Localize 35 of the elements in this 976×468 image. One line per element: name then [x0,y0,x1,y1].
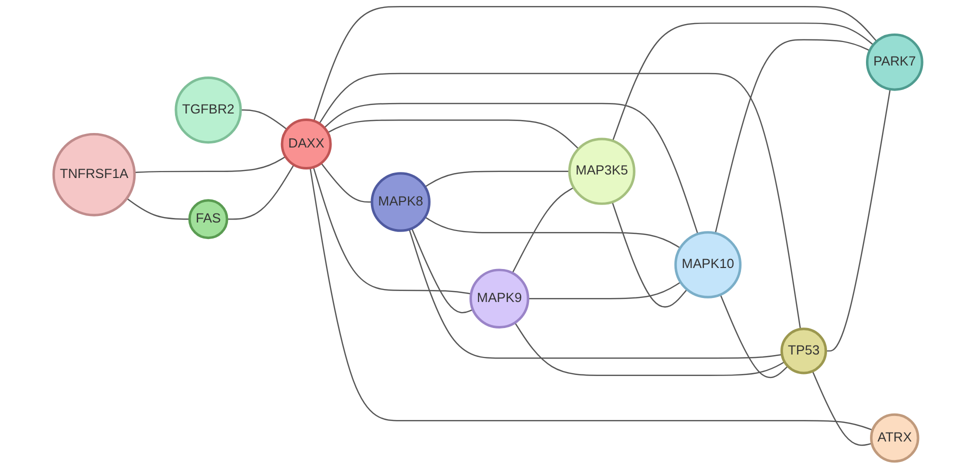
node-circle: TNFRSF1A [52,132,136,216]
connector [424,216,681,249]
connector [411,228,474,314]
connector [126,198,190,220]
connector [612,22,874,142]
connector [227,164,294,220]
connector [310,168,873,431]
node-circle: TP53 [780,328,828,374]
connector [612,202,688,308]
node-circle: ATRX [870,413,920,463]
node-circle: FAS [188,199,228,240]
connector [328,119,580,150]
node-circle: DAXX [280,118,332,170]
node-circle: TGFBR2 [174,76,242,144]
node-circle: MAPK10 [674,231,742,298]
connector [312,166,472,294]
node-circle: PARK7 [866,33,924,91]
node-circle: MAPK9 [470,268,530,329]
node-circle: MAP3K5 [568,138,636,205]
connector [324,102,699,234]
connector [512,186,574,274]
connector [320,162,372,203]
connector [318,72,802,330]
connector [313,6,878,122]
connector [812,370,872,446]
connector [134,156,286,174]
connector [424,170,570,188]
connector [714,39,870,234]
connector [720,294,788,378]
connector [826,89,891,352]
connector [528,282,682,300]
node-circle: MAPK8 [370,172,431,232]
connector [514,322,786,376]
connector [408,229,782,359]
connector [240,109,288,130]
